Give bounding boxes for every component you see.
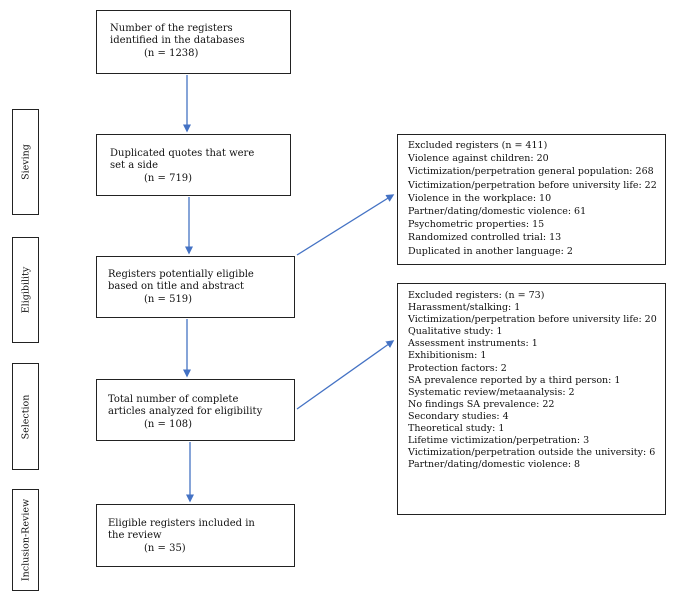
flow-box-text: Registers potentially eligible <box>108 269 254 280</box>
phase-label: Inclusion-Review <box>20 498 31 582</box>
flow-box-text: articles analyzed for eligibility <box>108 406 263 418</box>
excluded-item: No findings SA prevalence: 22 <box>408 398 555 410</box>
excluded-registers-box-2: Excluded registers: (n = 73)Harassment/s… <box>397 283 666 515</box>
flow-box-text: Eligible registers included in <box>108 518 255 529</box>
excluded-item: Excluded registers (n = 411) <box>408 140 548 151</box>
flow-box-text: Duplicated quotes that were <box>110 148 255 159</box>
excluded-item: Theoretical study: 1 <box>408 423 505 435</box>
flow-box-identified: Number of the registers identified in th… <box>96 10 291 74</box>
flow-box-potentially-eligible: Registers potentially eligible based on … <box>96 256 295 318</box>
flow-box-text: set a side <box>110 160 159 172</box>
excluded-item: Secondary studies: 4 <box>408 410 509 422</box>
excluded-item: Protection factors: 2 <box>408 362 507 374</box>
excluded-item: Exhibitionism: 1 <box>408 350 487 362</box>
excluded-item: Harassment/stalking: 1 <box>408 302 521 314</box>
flow-box-text: identified in the databases <box>110 35 245 47</box>
excluded-item: Victimization/perpetration general popul… <box>408 166 654 178</box>
phase-inclusion-review: Inclusion-Review <box>12 489 39 591</box>
flow-box-count: (n = 519) <box>144 293 193 305</box>
flow-box-text: the review <box>108 530 162 542</box>
arrow-to-excluded-1 <box>296 194 395 256</box>
excluded-item: Duplicated in another language: 2 <box>408 245 573 257</box>
excluded-item: Violence against children: 20 <box>408 153 549 165</box>
flow-box-text: based on title and abstract <box>108 281 245 293</box>
flow-box-text: Total number of complete <box>108 394 239 405</box>
excluded-item: Randomized controlled trial: 13 <box>408 232 562 244</box>
flow-box-count: (n = 108) <box>144 418 193 430</box>
excluded-registers-box-1: Excluded registers (n = 411) Violence aga… <box>397 134 666 265</box>
phase-eligibility: Eligibility <box>12 237 39 343</box>
excluded-item: SA prevalence reported by a third person… <box>408 374 621 386</box>
excluded-item: Violence in the workplace: 10 <box>408 192 552 204</box>
excluded-item: Lifetime victimization/perpetration: 3 <box>408 435 590 447</box>
phase-label: Eligibility <box>20 266 31 314</box>
excluded-item: Partner/dating/domestic violence: 61 <box>408 206 587 218</box>
flow-box-full-text: Total number of complete articles analyz… <box>96 379 295 441</box>
flow-box-count: (n = 35) <box>144 542 186 554</box>
flow-box-count: (n = 719) <box>144 172 193 184</box>
excluded-item: Victimization/perpetration before univer… <box>408 314 657 326</box>
phase-label: Selection <box>20 394 31 439</box>
phase-selection: Selection <box>12 363 39 470</box>
arrow-to-excluded-2 <box>296 340 395 410</box>
flow-box-count: (n = 1238) <box>144 47 199 59</box>
excluded-item: Qualitative study: 1 <box>408 326 503 338</box>
flow-box-text: Number of the registers <box>110 23 233 34</box>
phase-sieving: Sieving <box>12 109 39 215</box>
excluded-item: Victimization/perpetration outside the u… <box>408 447 656 459</box>
excluded-item: Systematic review/metaanalysis: 2 <box>408 386 575 398</box>
excluded-item: Assessment instruments: 1 <box>408 338 538 350</box>
flow-box-included: Eligible registers included in the revie… <box>96 504 295 567</box>
excluded-item: Victimization/perpetration before univer… <box>408 179 657 191</box>
excluded-item: Excluded registers: (n = 73) <box>408 290 545 301</box>
flow-box-duplicates: Duplicated quotes that were set a side (… <box>96 134 291 196</box>
phase-label: Sieving <box>20 144 31 180</box>
excluded-item: Psychometric properties: 15 <box>408 219 545 231</box>
excluded-item: Partner/dating/domestic violence: 8 <box>408 459 581 471</box>
